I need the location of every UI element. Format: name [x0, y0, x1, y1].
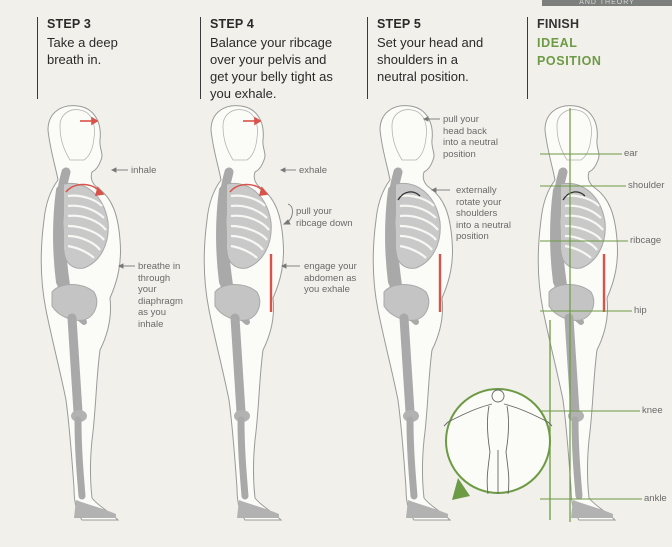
note-inhale: inhale: [131, 165, 157, 176]
step-5-text: Set your head and shoulders in a neutral…: [377, 35, 484, 84]
note-pull-head: pull your head back into a neutral posit…: [443, 114, 498, 160]
red-arrows: [65, 116, 606, 312]
skeleton-step-5: [373, 106, 452, 520]
annotation-arrows: [110, 116, 450, 269]
note-pull-ribcage: pull your ribcage down: [296, 206, 353, 229]
landmark-ear: ear: [624, 148, 638, 159]
note-exhale: exhale: [299, 165, 327, 176]
skeleton-step-4: [204, 106, 283, 520]
note-breathe: breathe in through your diaphragm as you…: [138, 261, 183, 330]
finish-header: FINISH IDEAL POSITION: [527, 17, 657, 99]
step-4-label: STEP 4: [210, 17, 255, 31]
landmark-hip: hip: [634, 305, 647, 316]
step-3-text: Take a deep breath in.: [47, 35, 118, 67]
finish-text: IDEAL POSITION: [537, 36, 602, 68]
step-5-label: STEP 5: [377, 17, 422, 31]
shoulder-arcs: [397, 191, 586, 201]
step-3-label: STEP 3: [47, 17, 92, 31]
landmark-ankle: ankle: [644, 493, 667, 504]
finish-label: FINISH: [537, 17, 580, 31]
note-engage: engage your abdomen as you exhale: [304, 261, 357, 295]
front-view-figure: [443, 389, 553, 495]
front-view-inset: [443, 388, 553, 500]
skeleton-step-3: [41, 106, 120, 520]
step-4-text: Balance your ribcage over your pelvis an…: [210, 35, 333, 101]
landmark-knee: knee: [642, 405, 663, 416]
step-4-header: STEP 4 Balance your ribcage over your pe…: [200, 17, 370, 101]
landmark-ribcage: ribcage: [630, 235, 662, 246]
step-5-header: STEP 5 Set your head and shoulders in a …: [367, 17, 517, 99]
step-3-header: STEP 3 Take a deep breath in.: [37, 17, 197, 99]
landmark-ticks: [540, 153, 642, 500]
corner-section-tab: AND THEORY: [542, 0, 672, 6]
note-rotate: externally rotate your shoulders into a …: [456, 185, 511, 242]
landmark-shoulder: shoulder: [628, 180, 665, 191]
